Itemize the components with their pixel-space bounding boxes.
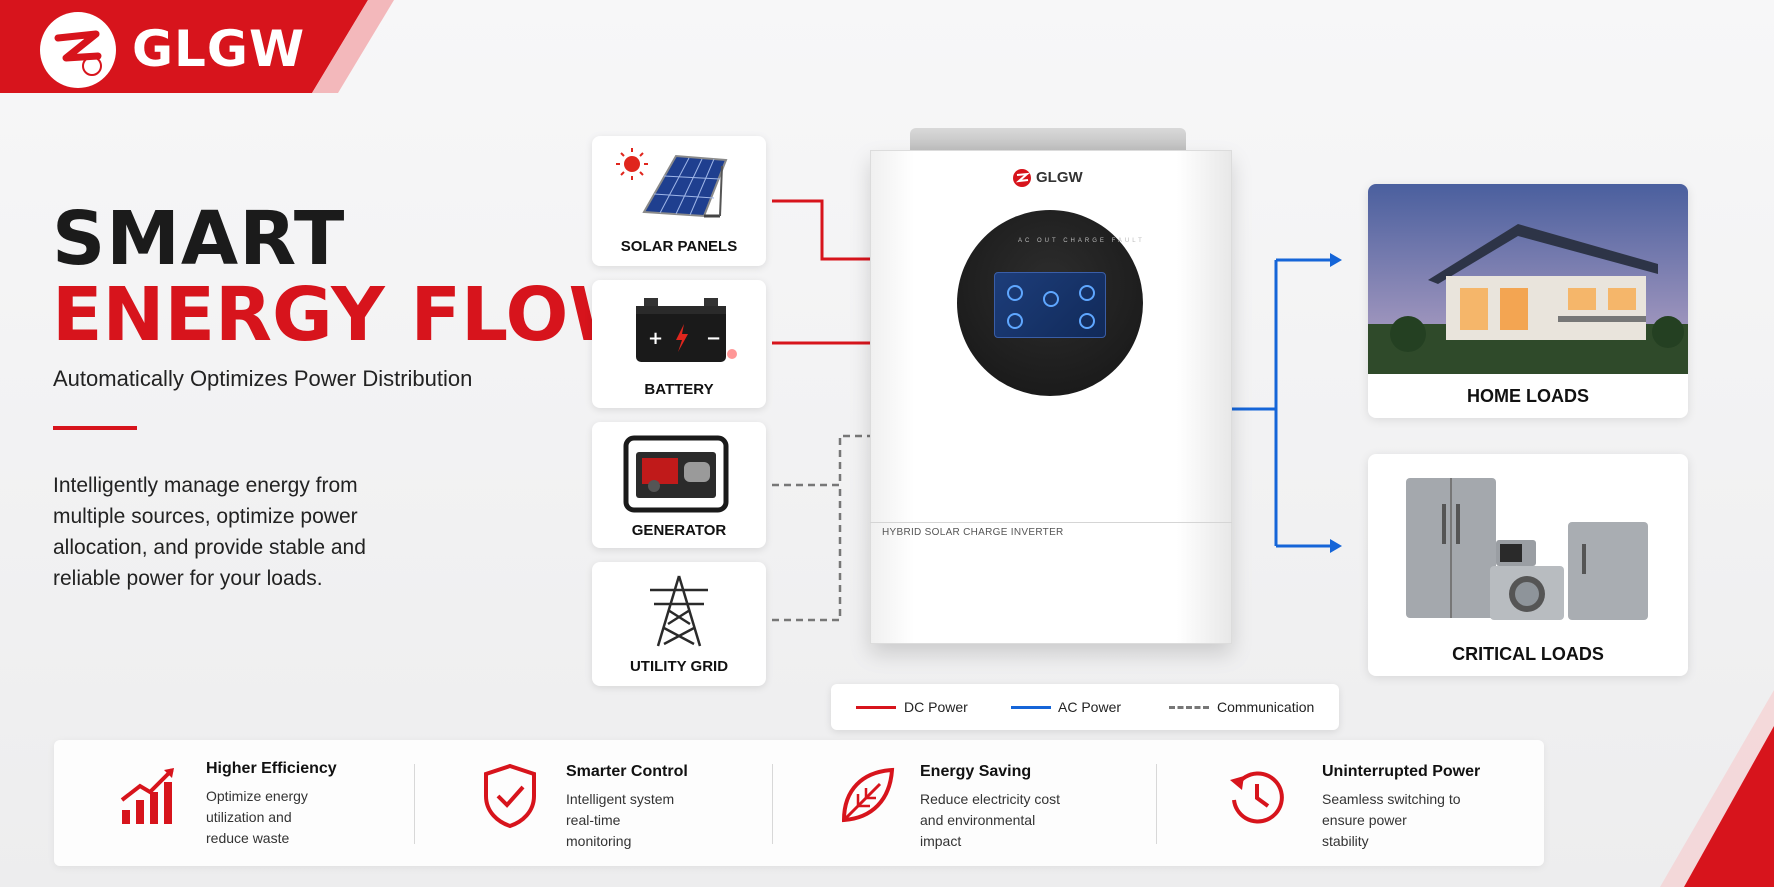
inverter-brand-icon [1013, 169, 1031, 187]
leaf-icon [841, 767, 895, 823]
source-card-generator: GENERATOR [592, 422, 766, 548]
legend-label-dc: DC Power [904, 699, 968, 715]
inverter-led-labels: AC OUT CHARGE FAULT [1018, 238, 1145, 244]
brand-logo-icon [40, 12, 116, 88]
source-label-battery: BATTERY [644, 381, 714, 398]
inverter-model-label: HYBRID SOLAR CHARGE INVERTER [882, 527, 1064, 538]
feature-title-uninterrupted: Uninterrupted Power [1322, 763, 1481, 780]
headline-title-line1: SMART [52, 196, 346, 282]
brand-name: GLGW [132, 20, 306, 78]
solar-panel-icon [616, 148, 728, 218]
headline-description: Intelligently manage energy from multipl… [53, 474, 366, 590]
source-card-battery: + − BATTERY [592, 280, 766, 408]
legend: DC Power AC Power Communication [831, 684, 1339, 730]
feature-desc-saving: Reduce electricity cost and environmenta… [920, 791, 1061, 849]
legend-label-ac: AC Power [1058, 699, 1122, 715]
feature-divider [1156, 764, 1157, 844]
inverter-panel-seam [870, 522, 1232, 523]
generator-icon [623, 435, 729, 513]
feature-higher-efficiency: Higher Efficiency Optimize energy utiliz… [206, 740, 406, 866]
legend-swatch-comm [1169, 706, 1209, 709]
corner-accent [1660, 690, 1774, 887]
legend-label-comm: Communication [1217, 699, 1315, 715]
source-label-generator: GENERATOR [631, 522, 727, 539]
load-label-critical: CRITICAL LOADS [1452, 644, 1604, 664]
feature-desc-uninterrupted: Seamless switching to ensure power stabi… [1322, 791, 1461, 849]
feature-title-control: Smarter Control [566, 763, 688, 780]
feature-title-efficiency: Higher Efficiency [206, 760, 337, 777]
load-label-home: HOME LOADS [1466, 386, 1589, 406]
feature-desc-efficiency: Optimize energy utilization and reduce w… [206, 788, 308, 846]
feature-smarter-control: Smarter Control Intelligent system real-… [566, 740, 766, 866]
feature-desc-control: Intelligent system real-time monitoring [566, 791, 675, 849]
battery-icon: + − [636, 298, 737, 362]
shield-check-icon [484, 763, 536, 829]
inverter-brand: GLGW [1036, 169, 1083, 186]
features-bar: Higher Efficiency Optimize energy utiliz… [54, 740, 1544, 866]
headline-divider [53, 426, 137, 430]
appliances-image [1406, 478, 1648, 620]
inverter-screen [994, 272, 1106, 338]
svg-text:−: − [706, 328, 721, 349]
headline-subtitle: Automatically Optimizes Power Distributi… [53, 366, 473, 391]
house-image [1368, 184, 1688, 374]
feature-title-saving: Energy Saving [920, 763, 1032, 780]
feature-uninterrupted-power: Uninterrupted Power Seamless switching t… [1322, 740, 1542, 866]
legend-swatch-dc [856, 706, 896, 709]
feature-divider [414, 764, 415, 844]
feature-energy-saving: Energy Saving Reduce electricity cost an… [920, 740, 1140, 866]
feature-divider [772, 764, 773, 844]
growth-chart-icon [120, 768, 174, 824]
load-card-critical: CRITICAL LOADS [1368, 454, 1688, 676]
source-label-solar: SOLAR PANELS [620, 238, 738, 255]
legend-swatch-ac [1011, 706, 1051, 709]
load-card-home: HOME LOADS [1368, 184, 1688, 418]
source-card-grid: UTILITY GRID [592, 562, 766, 686]
power-tower-icon [650, 575, 708, 647]
svg-text:+: + [648, 328, 663, 349]
inverter-mount-bracket [910, 128, 1186, 152]
source-card-solar: SOLAR PANELS [592, 136, 766, 266]
headline-title-line2: ENERGY FLOW [52, 272, 651, 358]
clock-restore-icon [1230, 771, 1284, 824]
source-label-grid: UTILITY GRID [629, 658, 729, 675]
